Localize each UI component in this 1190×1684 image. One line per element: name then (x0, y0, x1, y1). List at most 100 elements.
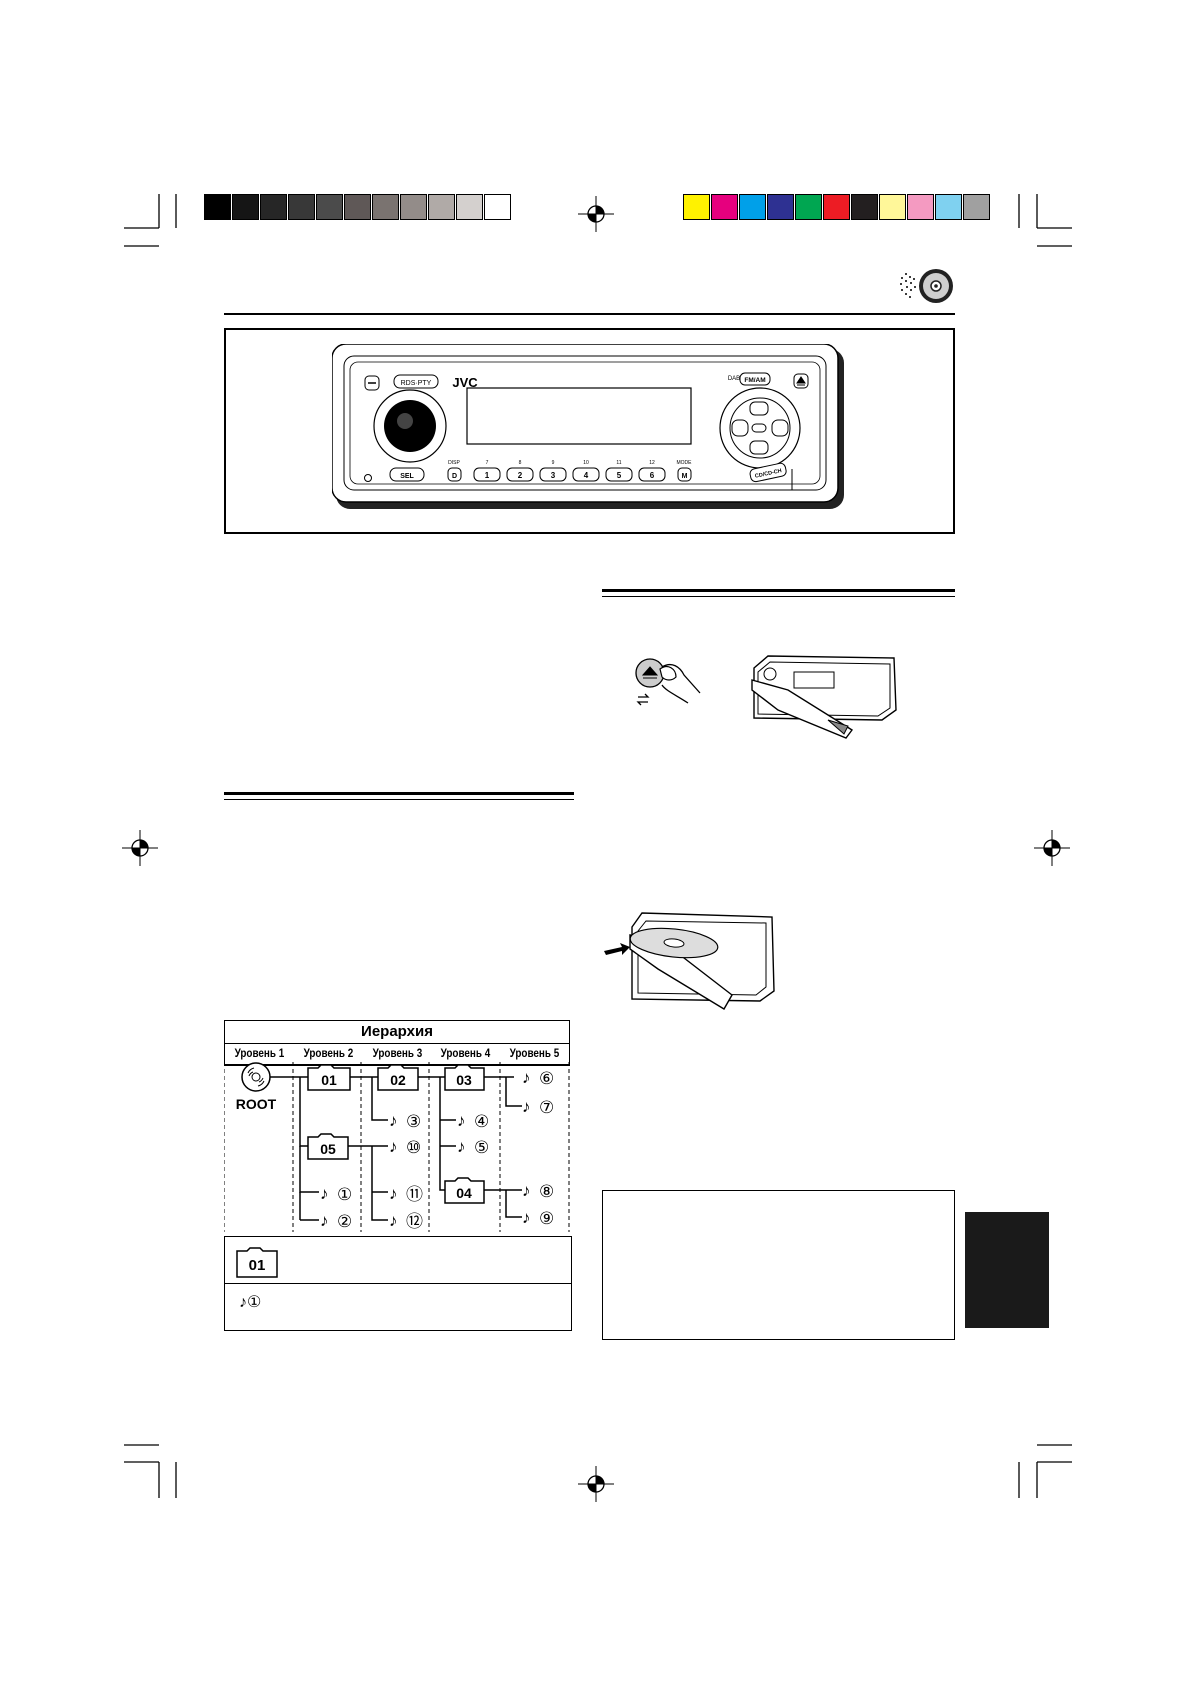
svg-text:M: M (682, 473, 688, 480)
svg-text:♪: ♪ (522, 1068, 531, 1087)
registration-mark-icon (578, 196, 614, 232)
svg-text:01: 01 (249, 1257, 266, 1274)
language-tab (965, 1212, 1049, 1328)
color-swatch (935, 194, 962, 220)
legend-track-number: ① (247, 1294, 262, 1311)
svg-text:♪: ♪ (389, 1184, 398, 1203)
track-icon: ♪⑫ (389, 1211, 423, 1231)
root-disc-icon (241, 1062, 271, 1092)
grayscale-bar (204, 194, 512, 220)
svg-text:10: 10 (583, 460, 589, 466)
level-header: Уровень 4 (440, 1048, 491, 1060)
svg-text:DISP: DISP (448, 460, 460, 466)
svg-text:♪: ♪ (457, 1137, 466, 1156)
svg-text:♪: ♪ (522, 1181, 531, 1200)
svg-text:8: 8 (519, 460, 522, 466)
svg-text:12: 12 (649, 460, 655, 466)
registration-mark-icon (1034, 830, 1070, 866)
hierarchy-legend: 01 ♪① (224, 1236, 572, 1331)
folder-icon: 03 (444, 1064, 485, 1091)
svg-text:7: 7 (486, 460, 489, 466)
svg-text:05: 05 (320, 1141, 336, 1157)
color-swatch (288, 194, 315, 220)
svg-text:D: D (452, 473, 457, 480)
folder-icon: 02 (377, 1064, 419, 1091)
color-swatch (795, 194, 822, 220)
svg-text:JVC: JVC (452, 375, 478, 390)
section-rule-right (602, 589, 955, 597)
car-radio-front-panel: RDS·PTY JVC DAB FM/AM SEL DISP 7 8 9 10 … (332, 344, 844, 509)
color-swatch (879, 194, 906, 220)
svg-text:5: 5 (617, 471, 622, 480)
level-header: Уровень 2 (303, 1048, 353, 1060)
svg-text:⑦: ⑦ (539, 1098, 554, 1117)
svg-text:SEL: SEL (400, 473, 414, 480)
header-rule (224, 313, 955, 315)
svg-text:④: ④ (474, 1112, 489, 1131)
svg-text:03: 03 (456, 1072, 472, 1088)
process-color-bar (683, 194, 991, 220)
svg-text:3: 3 (551, 471, 556, 480)
color-swatch (963, 194, 990, 220)
color-swatch (428, 194, 455, 220)
svg-text:♪: ♪ (320, 1184, 329, 1203)
folder-icon: 01 (236, 1247, 278, 1278)
track-icon: ♪⑩ (389, 1137, 421, 1157)
color-swatch (907, 194, 934, 220)
color-swatch (767, 194, 794, 220)
color-swatch (711, 194, 738, 220)
track-icon: ♪⑧ (522, 1181, 554, 1201)
level-header: Уровень 3 (372, 1048, 422, 1060)
color-swatch (232, 194, 259, 220)
svg-text:02: 02 (390, 1072, 406, 1088)
level-header: Уровень 1 (234, 1048, 285, 1060)
svg-text:2: 2 (518, 471, 523, 480)
svg-text:⑧: ⑧ (539, 1182, 554, 1201)
open-panel-illustration (751, 655, 897, 739)
svg-text:⑨: ⑨ (539, 1209, 554, 1228)
color-swatch (739, 194, 766, 220)
level-header: Уровень 5 (509, 1048, 560, 1060)
registration-mark-icon (122, 830, 158, 866)
eject-button-illustration (635, 658, 701, 706)
folder-hierarchy-table: Иерархия Уровень 1 Уровень 2 Уровень 3 У… (224, 1020, 570, 1066)
svg-text:♪: ♪ (389, 1211, 398, 1230)
track-icon: ♪① (320, 1184, 352, 1204)
svg-text:11: 11 (616, 460, 621, 466)
track-icon: ♪⑦ (522, 1097, 554, 1117)
svg-text:♪: ♪ (457, 1111, 466, 1130)
color-swatch (204, 194, 231, 220)
color-swatch (316, 194, 343, 220)
svg-text:ROOT: ROOT (236, 1096, 277, 1112)
svg-text:⑩: ⑩ (406, 1138, 421, 1157)
svg-text:1: 1 (485, 471, 490, 480)
track-icon: ♪⑪ (389, 1184, 423, 1204)
svg-text:♪: ♪ (522, 1208, 531, 1227)
folder-icon: 05 (307, 1133, 349, 1160)
cd-disc-icon (900, 269, 953, 303)
color-swatch (372, 194, 399, 220)
note-box (602, 1190, 955, 1340)
svg-text:CD/CD-CH: CD/CD-CH (754, 468, 782, 480)
svg-text:4: 4 (584, 471, 589, 480)
svg-text:6: 6 (650, 471, 655, 480)
insert-disc-illustration (604, 912, 775, 1010)
svg-text:♪: ♪ (320, 1211, 329, 1230)
hierarchy-title: Иерархия (225, 1021, 569, 1044)
registration-mark-icon (578, 1466, 614, 1502)
svg-text:♪: ♪ (389, 1111, 398, 1130)
svg-text:③: ③ (406, 1112, 421, 1131)
track-icon: ♪⑨ (522, 1208, 554, 1228)
color-swatch (823, 194, 850, 220)
svg-text:⑤: ⑤ (474, 1138, 489, 1157)
svg-text:01: 01 (321, 1072, 337, 1088)
svg-text:♪: ♪ (522, 1097, 531, 1116)
track-icon: ♪② (320, 1211, 352, 1231)
color-swatch (344, 194, 371, 220)
color-swatch (683, 194, 710, 220)
track-icon: ♪④ (457, 1111, 489, 1131)
color-swatch (851, 194, 878, 220)
legend-folder-row: 01 (225, 1237, 571, 1284)
svg-text:②: ② (337, 1212, 352, 1231)
